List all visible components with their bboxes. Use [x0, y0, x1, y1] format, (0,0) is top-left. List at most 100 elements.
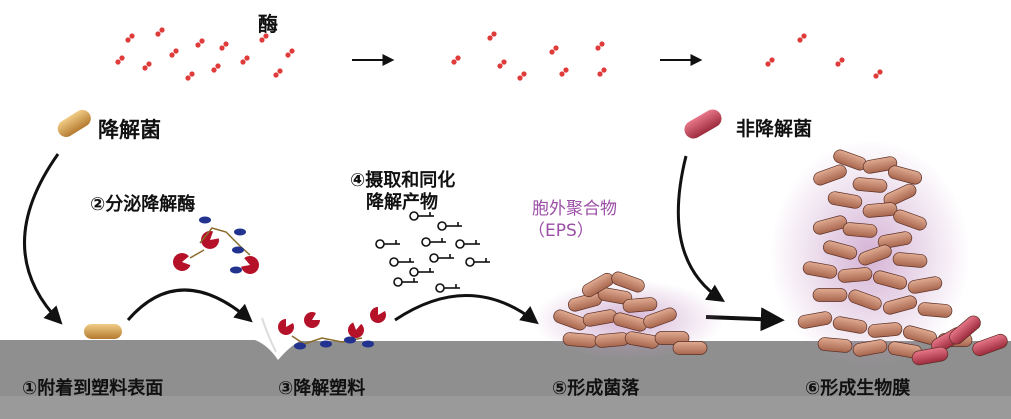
enzyme-dot — [873, 73, 879, 79]
biofilm-cells — [797, 149, 1008, 366]
arrow-to-biofilm-curve — [676, 155, 726, 302]
product-head — [435, 283, 445, 293]
arrow-attach — [23, 153, 63, 325]
biofilm-cell — [862, 202, 898, 218]
biofilm-cell — [813, 215, 847, 235]
secrete-label: ②分泌降解酶 — [90, 194, 196, 215]
uptake-label-2: 降解产物 — [366, 192, 438, 213]
enzyme-dot — [273, 72, 279, 78]
enzyme-pacman — [241, 256, 259, 274]
enzyme-dot — [801, 33, 807, 39]
colony-cell — [553, 309, 587, 331]
enzyme-linker — [189, 249, 205, 259]
non-degrader-cell — [911, 346, 949, 366]
enzyme-dot — [501, 59, 507, 65]
degrading-bacteria-label: 降解菌 — [98, 118, 161, 142]
attached-bacterium — [84, 324, 122, 339]
biofilm-cell — [848, 289, 882, 311]
enzyme-dot — [601, 67, 607, 73]
enzyme-dot — [223, 41, 229, 47]
plastic-fragment — [232, 246, 244, 254]
colony-cell — [672, 341, 708, 355]
enzyme-dots — [115, 27, 883, 81]
biofilm-cell — [907, 276, 943, 294]
enzyme-dot — [599, 41, 605, 47]
enzyme-dot — [119, 55, 125, 61]
enzyme-dot — [835, 61, 841, 67]
enzyme-dot — [125, 37, 131, 43]
plastic-fragment — [320, 340, 332, 348]
enzyme-dot — [451, 59, 457, 65]
colony-cell — [643, 307, 677, 329]
enzyme-dot — [244, 55, 250, 61]
non-degrader-cell — [949, 315, 981, 345]
enzyme-pacman — [370, 307, 386, 323]
enzyme-dot — [797, 37, 803, 43]
product-head — [429, 253, 439, 263]
enzyme-dot — [211, 67, 217, 73]
biofilm-cell — [823, 240, 857, 260]
enzyme-pacman — [173, 253, 191, 271]
arrow-to-degrade — [126, 288, 253, 323]
biofilm-cell — [883, 295, 917, 315]
enzyme-dot — [159, 27, 165, 33]
enzyme-pacman — [303, 312, 320, 328]
enzyme-dot — [240, 59, 246, 65]
enzyme-pacman — [278, 319, 294, 335]
biofilm-cell — [842, 222, 878, 238]
plastic-fragment — [230, 266, 242, 274]
product-head — [437, 221, 447, 231]
biofilm-cell — [917, 302, 953, 318]
biofilm-cell — [827, 191, 863, 209]
enzyme-dot — [146, 61, 152, 67]
secreted-enzymes — [173, 216, 259, 274]
enzyme-dot — [487, 35, 493, 41]
biofilm-cell — [852, 339, 888, 357]
arrow-to-colony — [394, 294, 539, 325]
biofilm-cell — [877, 231, 913, 249]
enzyme-dot — [142, 65, 148, 71]
enzyme-dot — [497, 63, 503, 69]
plastic-fragment — [294, 342, 306, 350]
enzyme-dot — [129, 33, 135, 39]
biofilm-cell — [832, 316, 868, 334]
colony-cell — [611, 271, 645, 293]
enzyme-dot — [553, 45, 559, 51]
enzyme-dot — [195, 42, 201, 48]
enzyme-dot — [155, 31, 161, 37]
product-head — [421, 237, 431, 247]
product-head — [389, 257, 399, 267]
plastic-fragment — [199, 216, 211, 224]
degrading-bacterium — [57, 109, 91, 137]
enzyme-dot — [839, 57, 845, 63]
step6-label: ⑥形成生物膜 — [805, 378, 911, 399]
product-head — [409, 267, 419, 277]
uptake-label-1: ④摄取和同化 — [350, 170, 456, 191]
biofilm-cell — [862, 156, 898, 174]
colony-cells — [553, 271, 708, 355]
biofilm-cell — [837, 267, 873, 283]
enzyme-pacman — [348, 322, 364, 338]
non-degrading-bacterium — [684, 109, 722, 139]
enzyme-dot — [219, 45, 225, 51]
plastic-fragment — [362, 340, 374, 348]
surface-enzymes — [261, 307, 386, 353]
biofilm-cell — [852, 177, 888, 193]
colony-cell — [594, 332, 630, 348]
biofilm-cell — [812, 288, 848, 302]
step5-label: ⑤形成菌落 — [552, 378, 640, 399]
step3-label: ③降解塑料 — [278, 378, 366, 399]
product-head — [375, 239, 385, 249]
step1-label: ①附着到塑料表面 — [22, 378, 164, 399]
biofilm-cell — [873, 270, 907, 290]
enzyme-dot — [169, 52, 175, 58]
enzyme-dot — [559, 71, 565, 77]
enzyme-dot — [549, 49, 555, 55]
biofilm-cell — [817, 337, 853, 353]
biofilm-cell — [883, 183, 917, 207]
enzyme-dot — [491, 31, 497, 37]
non-degrader-cell — [972, 333, 1008, 357]
enzyme-dot — [765, 61, 771, 67]
enzyme-dot — [115, 59, 121, 65]
